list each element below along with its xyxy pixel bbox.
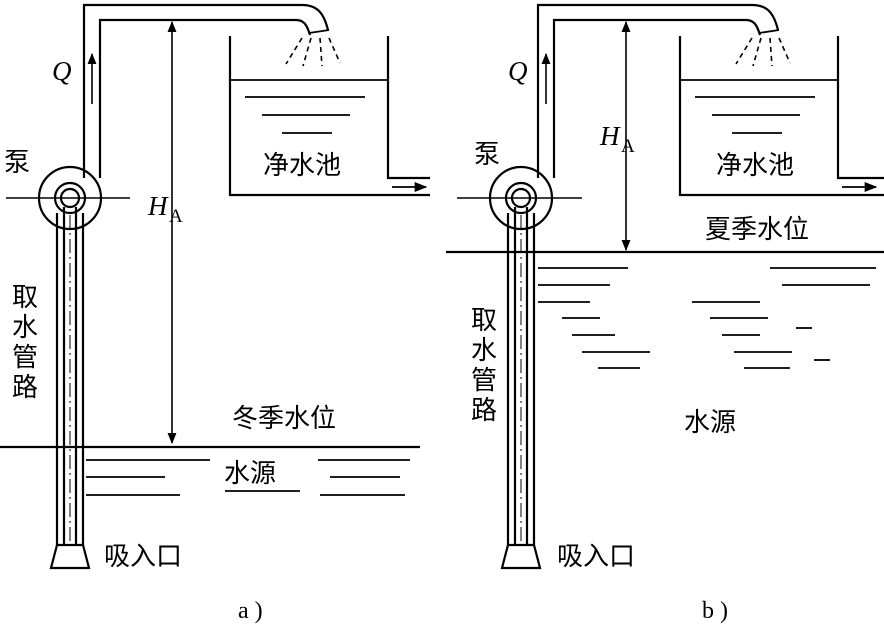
level-label-a: 冬季水位 — [232, 404, 336, 434]
head-label-b: H — [599, 121, 621, 151]
flow-label-b: Q — [508, 56, 528, 86]
head-subscript-b: A — [621, 136, 635, 157]
pump-label-b: 泵 — [474, 140, 500, 170]
suction-pipe-a — [55, 207, 85, 545]
level-label-b: 夏季水位 — [705, 215, 809, 245]
water-source-b — [538, 267, 876, 369]
panel-b — [446, 3, 884, 570]
clear-water-tank-a — [228, 36, 430, 197]
pipe-label-a-2: 水 — [12, 313, 38, 343]
pump-label-a: 泵 — [4, 148, 30, 178]
pipe-label-b-3: 管 — [471, 366, 497, 396]
caption-a: a ) — [238, 598, 263, 624]
panel-a — [0, 3, 430, 570]
spray-nozzle-b — [735, 37, 791, 67]
suction-pipe-b — [506, 207, 536, 545]
caption-b: b ) — [702, 598, 728, 624]
source-label-a: 水源 — [224, 459, 276, 489]
intake-label-b: 吸入口 — [557, 542, 635, 572]
intake-label-a: 吸入口 — [104, 542, 182, 572]
flow-label-a: Q — [52, 56, 72, 86]
spray-nozzle-a — [285, 37, 341, 67]
delivery-pipe-a — [82, 3, 330, 178]
delivery-pipe-b — [536, 3, 780, 178]
water-source-a — [86, 459, 410, 496]
head-label-a: H — [147, 191, 169, 221]
source-label-b: 水源 — [684, 408, 736, 438]
pipe-label-b-1: 取 — [471, 306, 497, 336]
tank-label-a: 净水池 — [263, 151, 341, 181]
pipe-label-a-4: 路 — [12, 373, 38, 403]
intake-bell-b — [500, 543, 542, 570]
pipe-label-a-3: 管 — [12, 343, 38, 373]
intake-bell-a — [49, 543, 91, 570]
clear-water-tank-b — [678, 36, 884, 197]
tank-label-b: 净水池 — [716, 151, 794, 181]
pipe-label-b-4: 路 — [471, 396, 497, 426]
pipe-label-a-1: 取 — [12, 283, 38, 313]
head-subscript-a: A — [169, 206, 183, 227]
pipe-label-b-2: 水 — [471, 336, 497, 366]
